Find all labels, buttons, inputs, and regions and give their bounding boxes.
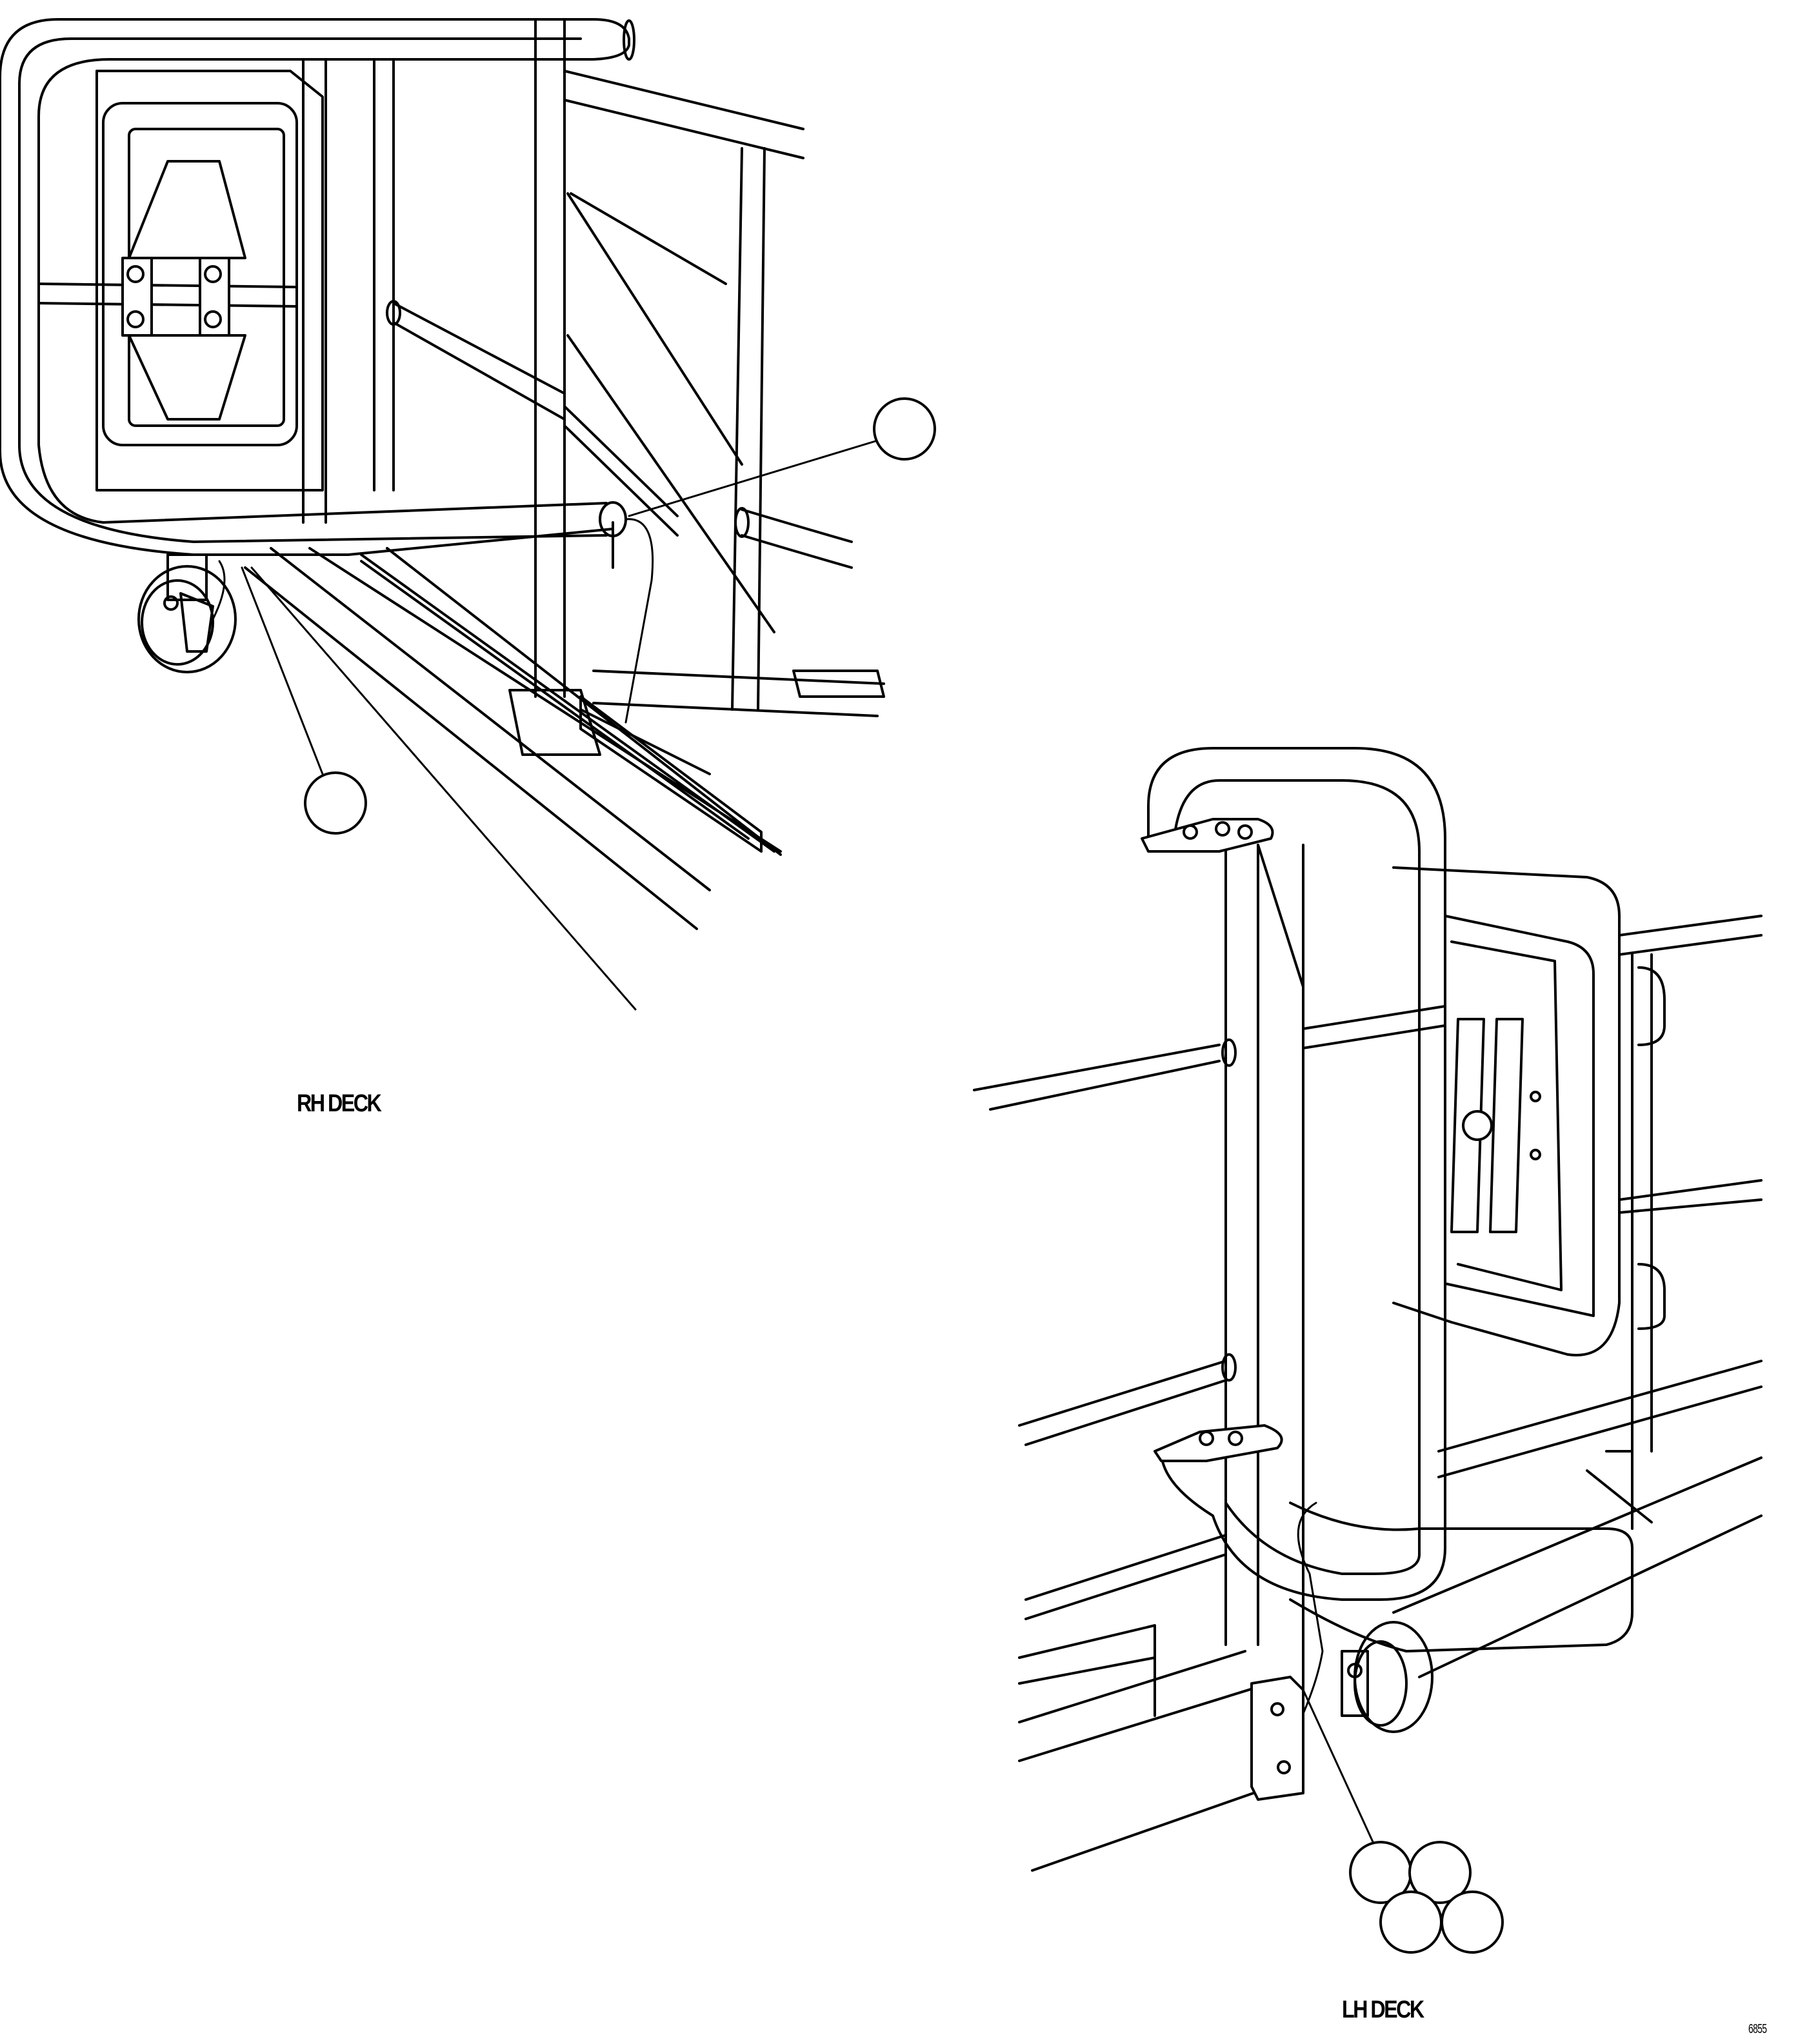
rh-lower-bracket [128, 334, 246, 421]
lh-right-rails [1618, 915, 1763, 1214]
lh-deck-label: LH DECK [1342, 1996, 1424, 2023]
rh-callout-1 [873, 397, 936, 461]
lh-mid-bracket [1154, 1424, 1283, 1462]
lh-handle-loop-inner [1173, 779, 1421, 1575]
lh-leader [1302, 1689, 1375, 1846]
rh-post-left [302, 60, 327, 524]
lh-pivot-1 [1530, 1091, 1541, 1102]
lh-deck-curve [1289, 1502, 1633, 1652]
lh-latch-bolt-1 [1270, 1702, 1284, 1716]
lh-pivot-2 [1530, 1149, 1541, 1160]
rh-post-mid [373, 60, 395, 491]
rh-gusset [579, 695, 763, 853]
rh-rail-end [386, 300, 401, 326]
lh-latch-bolt-2 [1277, 1760, 1291, 1774]
rh-deck-view [0, 18, 936, 1011]
lh-bolt-2 [1215, 821, 1230, 837]
lh-deck-floor-right [1392, 1360, 1763, 1678]
rh-leader-1 [628, 437, 885, 517]
rh-deck-floor [244, 560, 750, 930]
lh-right-post [1631, 953, 1653, 1453]
lh-panel-inner [1450, 940, 1563, 1291]
lh-callout-4 [1441, 1890, 1504, 1954]
rh-caster-cable [212, 560, 226, 620]
lh-right-bracket [1586, 1450, 1653, 1530]
lh-panel-outer [1444, 915, 1595, 1317]
rh-rail-top-cap [623, 19, 635, 61]
rh-base-plate [508, 670, 885, 756]
lh-deck-floor-lower [1018, 1650, 1292, 1872]
lh-rail-end-1 [1221, 1038, 1237, 1067]
lh-center-bolt [1462, 1110, 1493, 1141]
lh-handle-loop [1147, 747, 1446, 1601]
lh-panel-frame [1392, 866, 1621, 1356]
lh-bolt-3 [1237, 824, 1253, 840]
rh-bolt-4 [204, 310, 222, 328]
rh-cross-bar [37, 283, 298, 308]
rh-leader-3 [250, 566, 637, 1011]
lh-callout-3 [1379, 1890, 1443, 1954]
lh-bolt-4 [1199, 1431, 1214, 1446]
rh-upper-bracket [128, 160, 246, 259]
lh-upright-post [1224, 844, 1304, 1743]
rh-guard-rail-outer [0, 18, 630, 569]
lh-callout-2 [1408, 1841, 1472, 1904]
rh-leader-2 [241, 566, 324, 775]
rh-cable [624, 518, 654, 724]
rh-top-side-rail [563, 70, 804, 159]
rh-bolt-3 [126, 310, 145, 328]
lh-top-bracket [1141, 818, 1274, 853]
rh-post-right [731, 147, 766, 711]
rh-guard-rail-inner [18, 37, 608, 543]
rh-panel-outer [102, 102, 298, 446]
rh-panel-frame [95, 70, 324, 491]
rh-mid-side-rail [392, 302, 679, 537]
rh-bolt-2 [204, 265, 222, 283]
lh-upright-post-taper [1257, 844, 1304, 1743]
lh-top-side-rail [973, 1005, 1446, 1111]
rh-deck-edge [270, 547, 782, 891]
rh-post-brace [566, 192, 775, 633]
rh-callout-2 [304, 771, 367, 835]
rh-post-main [534, 18, 566, 698]
lh-latch-plate [1250, 1676, 1304, 1801]
figure-number: 6855 [1748, 2022, 1767, 2036]
lh-caster-wheel [1341, 1621, 1433, 1733]
lh-deck-view [973, 747, 1763, 1954]
rh-caster-wheel [137, 553, 237, 673]
lh-cam-plate [1450, 1018, 1524, 1233]
rh-rail-end-2 [734, 507, 750, 538]
lh-bolt-5 [1228, 1431, 1243, 1446]
rh-low-side-rail [741, 508, 853, 569]
rh-base-plate-right [792, 670, 885, 698]
rh-deck-label: RH DECK [297, 1090, 382, 1117]
rh-clamp-right [199, 257, 230, 337]
lh-mid-side-rail [1018, 1360, 1227, 1446]
lh-rail-end-2 [1221, 1353, 1237, 1382]
rh-clamp-left [121, 257, 153, 337]
rh-bolt-1 [126, 265, 145, 283]
lh-bolt-1 [1183, 824, 1198, 840]
lh-deck-floor-upper [1018, 1534, 1227, 1717]
